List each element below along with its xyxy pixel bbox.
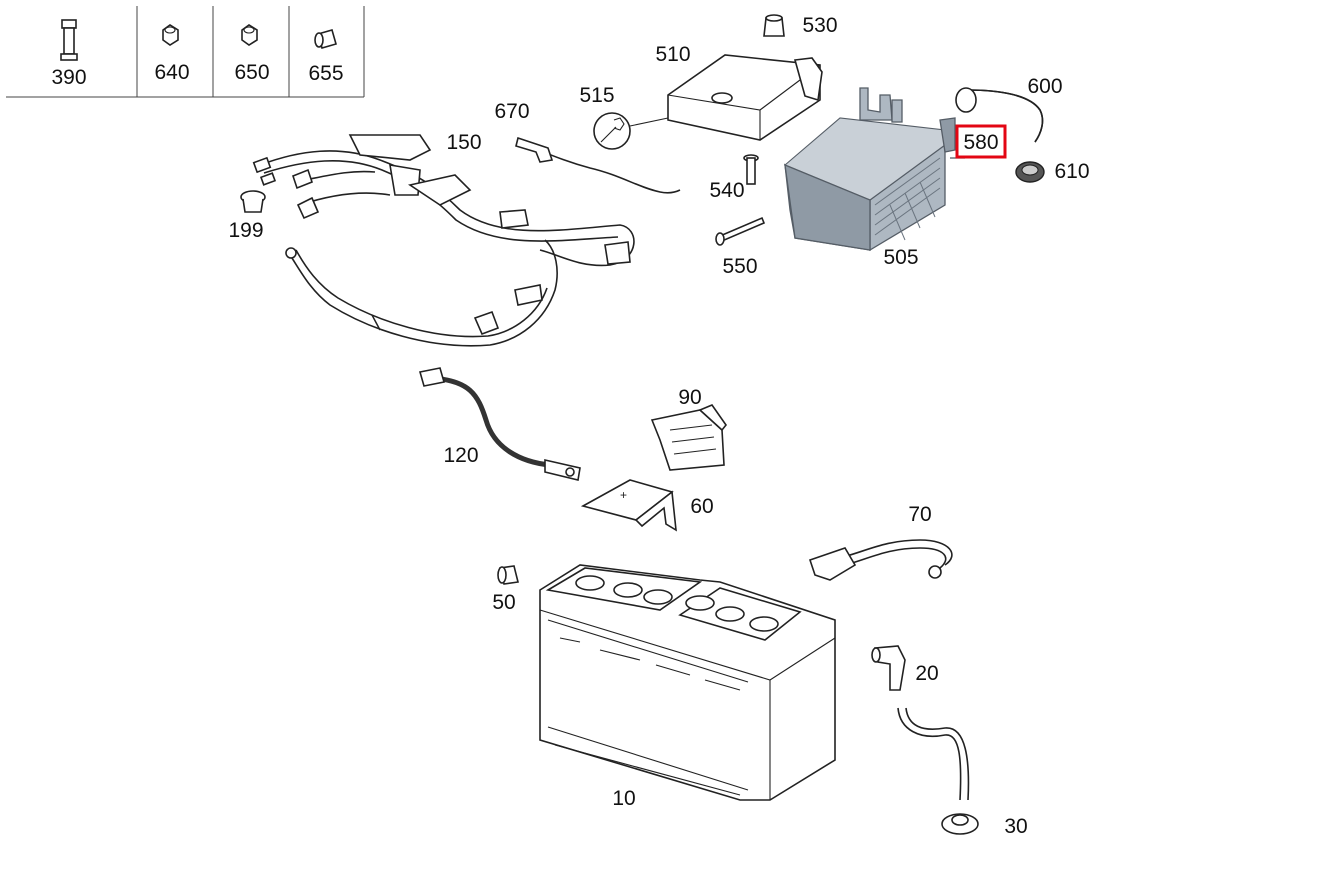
callout-10[interactable]: 10: [612, 787, 635, 810]
callout-510[interactable]: 510: [655, 43, 690, 66]
cover-60: +: [580, 479, 677, 532]
callout-90[interactable]: 90: [678, 386, 701, 409]
callout-600[interactable]: 600: [1027, 75, 1062, 98]
callout-70[interactable]: 70: [908, 503, 931, 526]
hardware-number-650[interactable]: 650: [234, 61, 269, 84]
cable-70: [808, 539, 953, 581]
battery-10: [539, 564, 836, 801]
screw-540: [743, 154, 759, 185]
bolt-sleeve-icon: [60, 19, 78, 61]
hex-nut-icon: [162, 24, 179, 46]
callout-20[interactable]: 20: [915, 662, 938, 685]
module-505: [783, 87, 965, 252]
sleeve-icon: [314, 29, 337, 49]
grommet-30: [941, 813, 979, 835]
cap-530: [763, 14, 785, 37]
plug-50: [497, 565, 519, 585]
callout-580[interactable]: 580: [963, 131, 998, 154]
vent-hose: [897, 707, 970, 801]
callout-150[interactable]: 150: [446, 131, 481, 154]
hardware-table: 390 640 650 655: [6, 6, 365, 98]
callout-199[interactable]: 199: [228, 219, 263, 242]
callout-540[interactable]: 540: [709, 179, 744, 202]
bolt-550: [715, 216, 766, 246]
ground-cable-120: [418, 367, 581, 481]
callout-515[interactable]: 515: [579, 84, 614, 107]
hex-nut-icon: [241, 24, 258, 46]
grommet-610: [1015, 161, 1045, 183]
hardware-number-640[interactable]: 640: [154, 61, 189, 84]
callout-670[interactable]: 670: [494, 100, 529, 123]
wiring-harness: [252, 134, 635, 347]
callout-50[interactable]: 50: [492, 591, 515, 614]
hardware-number-390[interactable]: 390: [51, 66, 86, 89]
hardware-number-655[interactable]: 655: [308, 62, 343, 85]
bracket-670: [515, 136, 681, 194]
hose-600: [955, 87, 1044, 143]
clamp-90: [650, 404, 727, 471]
control-unit-510: [667, 54, 823, 141]
callout-120[interactable]: 120: [443, 444, 478, 467]
callout-60[interactable]: 60: [690, 495, 713, 518]
svg-text:+: +: [620, 488, 627, 502]
callout-610[interactable]: 610: [1054, 160, 1089, 183]
callout-30[interactable]: 30: [1004, 815, 1027, 838]
grommet-199: [240, 190, 266, 213]
callout-550[interactable]: 550: [722, 255, 757, 278]
callout-505[interactable]: 505: [883, 246, 918, 269]
wrench-icon: [593, 112, 669, 150]
selection-highlight: [955, 124, 1007, 159]
callout-530[interactable]: 530: [802, 14, 837, 37]
elbow-20: [871, 645, 906, 691]
